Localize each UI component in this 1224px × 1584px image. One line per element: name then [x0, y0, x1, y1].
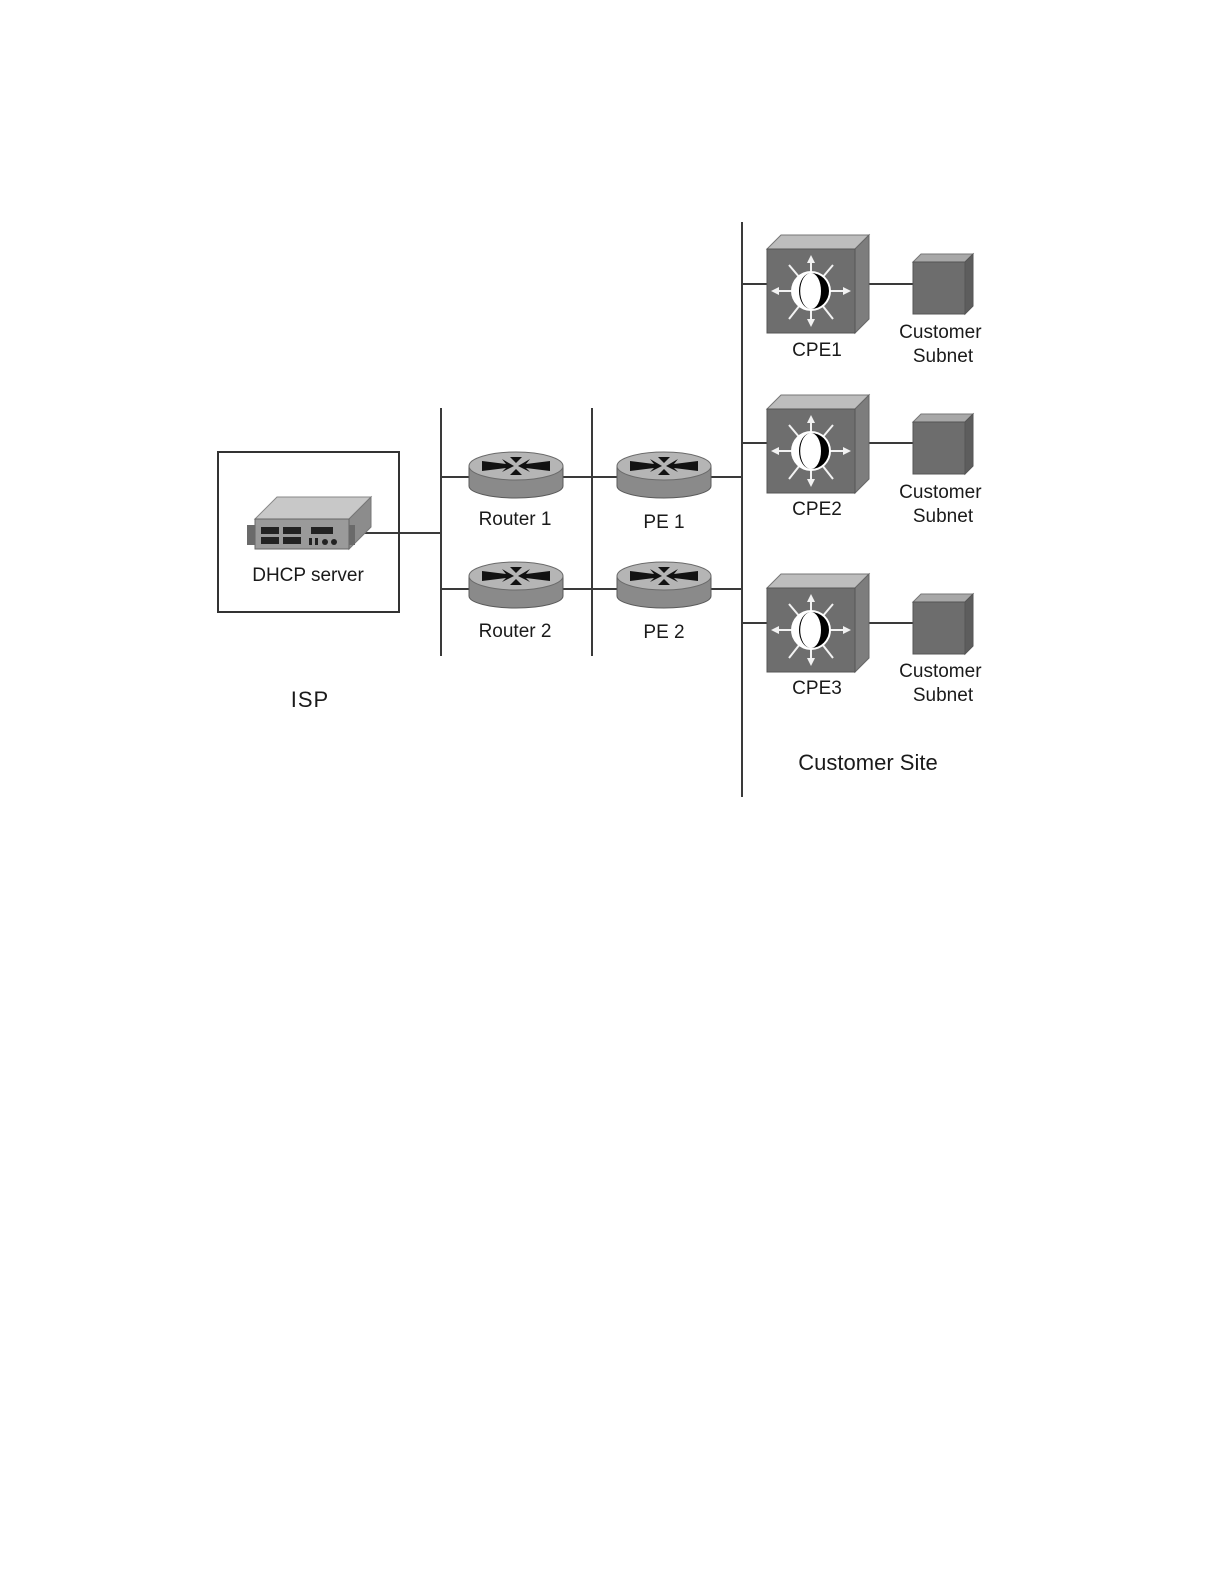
customer-subnet-icon	[913, 414, 973, 474]
cpe-1-label: CPE1	[792, 340, 842, 361]
pe-1: PE 1	[617, 452, 711, 533]
router-icon	[469, 452, 563, 498]
subnet-label-line1: Customer	[899, 322, 982, 343]
customer-site-label: Customer Site	[798, 750, 937, 775]
subnet-label-line2: Subnet	[913, 506, 974, 527]
pe-2-label: PE 2	[643, 622, 684, 643]
server-icon	[247, 497, 371, 549]
cpe-3: CPE3 Customer Subnet	[767, 574, 987, 706]
subnet-label-line1: Customer	[899, 661, 982, 682]
router-icon	[469, 562, 563, 608]
cpe-3-label: CPE3	[792, 678, 842, 699]
router-1: Router 1	[469, 452, 563, 530]
subnet-label-line1: Customer	[899, 482, 982, 503]
multilayer-switch-icon	[767, 395, 869, 493]
customer-subnet-2-label: Customer Subnet	[899, 482, 987, 527]
pe-1-label: PE 1	[643, 512, 684, 533]
dhcp-server-label: DHCP server	[252, 565, 364, 586]
router-2-label: Router 2	[479, 621, 552, 642]
multilayer-switch-icon	[767, 235, 869, 333]
customer-subnet-1-label: Customer Subnet	[899, 322, 987, 367]
router-1-label: Router 1	[479, 509, 552, 530]
router-2: Router 2	[469, 562, 563, 642]
customer-subnet-icon	[913, 594, 973, 654]
multilayer-switch-icon	[767, 574, 869, 672]
customer-subnet-icon	[913, 254, 973, 314]
isp-label: ISP	[291, 687, 329, 712]
router-icon	[617, 562, 711, 608]
customer-subnet-3-label: Customer Subnet	[899, 661, 987, 706]
subnet-label-line2: Subnet	[913, 685, 974, 706]
router-icon	[617, 452, 711, 498]
cpe-2-label: CPE2	[792, 499, 842, 520]
pe-2: PE 2	[617, 562, 711, 643]
cpe-1: CPE1 Customer Subnet	[767, 235, 987, 367]
subnet-label-line2: Subnet	[913, 346, 974, 367]
cpe-2: CPE2 Customer Subnet	[767, 395, 987, 527]
